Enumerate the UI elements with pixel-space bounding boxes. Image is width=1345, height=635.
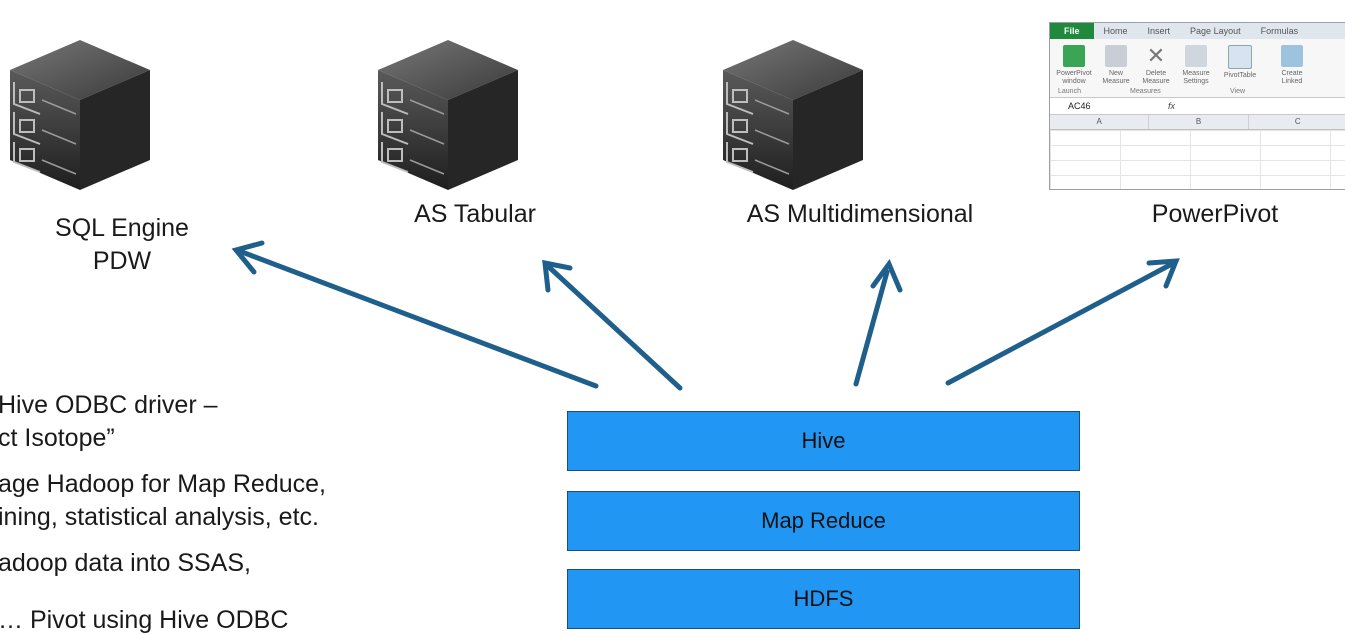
hive-layer: Hive (567, 411, 1080, 471)
new-measure-icon (1105, 45, 1127, 67)
map-reduce-layer: Map Reduce (567, 491, 1080, 551)
create-linked-tool: Create Linked (1272, 45, 1312, 86)
ribbon-tab-insert: Insert (1147, 26, 1171, 36)
arrow-to-powerpivot (945, 262, 1173, 386)
measure-settings-icon (1185, 45, 1207, 67)
tool-label: New Measure (1102, 70, 1130, 85)
column-headers: A B C (1050, 115, 1345, 130)
bullet-line-2: ct Isotope” (0, 424, 115, 452)
fx-icon: fx (1168, 101, 1176, 111)
arrow-to-as-multidimensional (853, 269, 890, 387)
group-label-launch: Launch (1058, 88, 1081, 95)
name-box: AC46 (1068, 101, 1091, 111)
powerpivot-excel-screenshot: File Home Insert Page Layout Formulas Po… (1049, 22, 1345, 190)
hdfs-layer-label: HDFS (793, 586, 854, 611)
tool-label: Delete Measure (1142, 70, 1170, 85)
column-header: B (1149, 115, 1249, 129)
new-measure-tool: New Measure (1096, 45, 1136, 86)
arrow-to-as-tabular-head (542, 259, 573, 293)
arrow-to-as-tabular (547, 265, 683, 391)
as-tabular-server-icon (378, 40, 518, 190)
bullet-line-1: Hive ODBC driver – (0, 391, 218, 419)
delete-measure-tool: ✕ Delete Measure (1136, 45, 1176, 86)
arrow-to-as-multidimensional-head (870, 258, 903, 293)
ribbon-toolbar: PowerPivot window New Measure ✕ Delete M… (1050, 39, 1345, 98)
bullet-line-3: age Hadoop for Map Reduce, (0, 470, 326, 498)
measure-settings-tool: Measure Settings (1176, 45, 1216, 86)
ribbon-tabs: File Home Insert Page Layout Formulas (1050, 23, 1345, 39)
tool-label: Measure Settings (1182, 70, 1210, 85)
sql-engine-label: SQL Engine PDW (34, 212, 210, 278)
create-linked-icon (1281, 45, 1303, 67)
formula-bar: AC46 fx (1050, 98, 1345, 115)
bullet-line-4: ining, statistical analysis, etc. (0, 503, 319, 531)
group-label-view: View (1230, 88, 1246, 95)
column-header: C (1249, 115, 1345, 129)
arrow-to-powerpivot-head (1146, 258, 1180, 289)
as-multidimensional-label: AS Multidimensional (746, 200, 974, 228)
sql-engine-label-line2: PDW (92, 247, 152, 275)
hive-layer-label: Hive (801, 428, 846, 453)
tool-label: PivotTable (1223, 72, 1257, 79)
ribbon-tab-formulas: Formulas (1260, 26, 1299, 36)
as-tabular-label: AS Tabular (414, 200, 536, 228)
bullet-line-5: adoop data into SSAS, (0, 549, 251, 577)
group-label-measures: Measures (1130, 88, 1161, 95)
sql-engine-label-line1: SQL Engine (55, 214, 189, 242)
powerpivot-window-icon (1063, 45, 1085, 67)
as-multidimensional-server-icon (723, 40, 863, 190)
sql-engine-server-icon (10, 40, 150, 190)
column-header: A (1050, 115, 1150, 129)
ribbon-tab-page-layout: Page Layout (1190, 26, 1241, 36)
pivottable-icon (1228, 45, 1252, 69)
pivottable-tool: PivotTable (1220, 45, 1260, 80)
map-reduce-layer-label: Map Reduce (761, 508, 886, 533)
ribbon-tab-home: Home (1103, 26, 1128, 36)
spreadsheet-grid (1050, 130, 1345, 189)
hdfs-layer: HDFS (567, 569, 1080, 629)
bullet-line-6: … Pivot using Hive ODBC (0, 606, 289, 634)
tool-label: Create Linked (1281, 70, 1303, 85)
powerpivot-label: PowerPivot (1151, 200, 1279, 228)
delete-measure-icon: ✕ (1146, 43, 1166, 68)
arrow-to-sql-engine (239, 249, 599, 389)
arrow-to-sql-engine-head (231, 240, 265, 275)
tool-label: PowerPivot window (1056, 70, 1092, 85)
powerpivot-window-tool: PowerPivot window (1054, 45, 1094, 86)
ribbon-tab-file: File (1050, 23, 1094, 39)
